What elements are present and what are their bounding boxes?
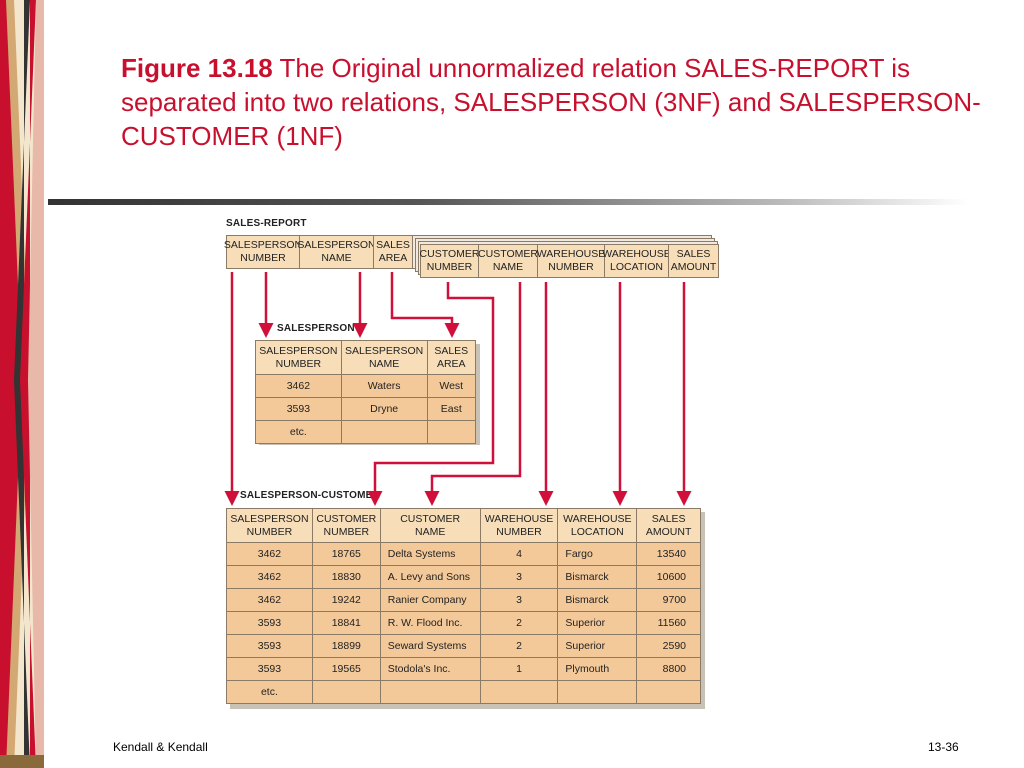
figure-number: Figure 13.18 xyxy=(121,53,273,83)
table-cell: 19242 xyxy=(311,588,381,612)
table-cell: West xyxy=(426,374,476,398)
table-header-cell: WAREHOUSE LOCATION xyxy=(557,508,638,543)
footer-slide-number: 13-36 xyxy=(928,740,959,754)
table-cell: 8800 xyxy=(636,657,701,681)
sales-report-header-cell: WAREHOUSE NUMBER xyxy=(537,244,605,278)
table-row: etc. xyxy=(255,420,476,444)
sales-report-header-cell: WAREHOUSE LOCATION xyxy=(602,244,671,278)
slide-title: Figure 13.18 The Original unnormalized r… xyxy=(121,51,1001,153)
arrow-customer-number xyxy=(367,282,495,506)
table-cell: 18765 xyxy=(311,542,381,566)
table-cell xyxy=(557,680,638,704)
sales-report-header-cell: SALES AREA xyxy=(373,235,413,269)
table-cell xyxy=(479,680,559,704)
table-row: etc. xyxy=(226,680,701,704)
table-cell: 10600 xyxy=(636,565,701,589)
sales-report-header-cell: CUSTOMER NUMBER xyxy=(420,244,479,278)
footer-author: Kendall & Kendall xyxy=(113,740,208,754)
table-header-cell: SALESPERSON NAME xyxy=(340,340,428,375)
table-header-cell: SALES AREA xyxy=(426,340,476,375)
table-cell: Seward Systems xyxy=(379,634,481,658)
arrow-customer-name xyxy=(424,282,522,506)
table-cell: 3462 xyxy=(226,588,313,612)
sales-report-label: SALES-REPORT xyxy=(226,218,307,229)
table-header-cell: CUSTOMER NAME xyxy=(379,508,481,543)
sales-report-header-cell: SALESPERSON NAME xyxy=(297,235,376,269)
table-cell: 9700 xyxy=(636,588,701,612)
table-header-cell: SALES AMOUNT xyxy=(636,508,701,543)
table-cell: Dryne xyxy=(340,397,428,421)
table-cell: 3 xyxy=(479,565,559,589)
table-header-cell: SALESPERSON NUMBER xyxy=(226,508,313,543)
table-cell: Delta Systems xyxy=(379,542,481,566)
figure-caption: The Original unnormalized relation SALES… xyxy=(121,53,981,151)
arrow-sales-area xyxy=(390,272,460,338)
table-cell xyxy=(636,680,701,704)
table-header-cell: SALESPERSON NUMBER xyxy=(255,340,342,375)
table-cell: Superior xyxy=(557,611,638,635)
sales-report-header-cell: SALESPERSON NUMBER xyxy=(224,235,302,269)
table-cell xyxy=(379,680,481,704)
table-cell: Fargo xyxy=(557,542,638,566)
table-cell: etc. xyxy=(255,420,342,444)
sales-report-header-cell: CUSTOMER NAME xyxy=(478,244,538,278)
table-cell xyxy=(426,420,476,444)
table-header-cell: CUSTOMER NUMBER xyxy=(311,508,381,543)
table-cell xyxy=(311,680,381,704)
table-cell: East xyxy=(426,397,476,421)
table-cell: 2 xyxy=(479,634,559,658)
sales-report-header-cell: SALES AMOUNT xyxy=(668,244,719,278)
table-cell: Bismarck xyxy=(557,588,638,612)
table-cell: 4 xyxy=(479,542,559,566)
table-cell: 13540 xyxy=(636,542,701,566)
table-cell: A. Levy and Sons xyxy=(379,565,481,589)
table-cell xyxy=(340,420,428,444)
title-divider xyxy=(48,199,968,205)
table-header-cell: WAREHOUSE NUMBER xyxy=(479,508,559,543)
table-cell: 11560 xyxy=(636,611,701,635)
table-cell: 18899 xyxy=(311,634,381,658)
table-cell: etc. xyxy=(226,680,313,704)
table-cell: Superior xyxy=(557,634,638,658)
salesperson-label: SALESPERSON xyxy=(277,323,355,334)
left-decorative-stripe xyxy=(0,0,44,768)
salesperson-customer-label: SALESPERSON-CUSTOMER xyxy=(240,490,380,501)
